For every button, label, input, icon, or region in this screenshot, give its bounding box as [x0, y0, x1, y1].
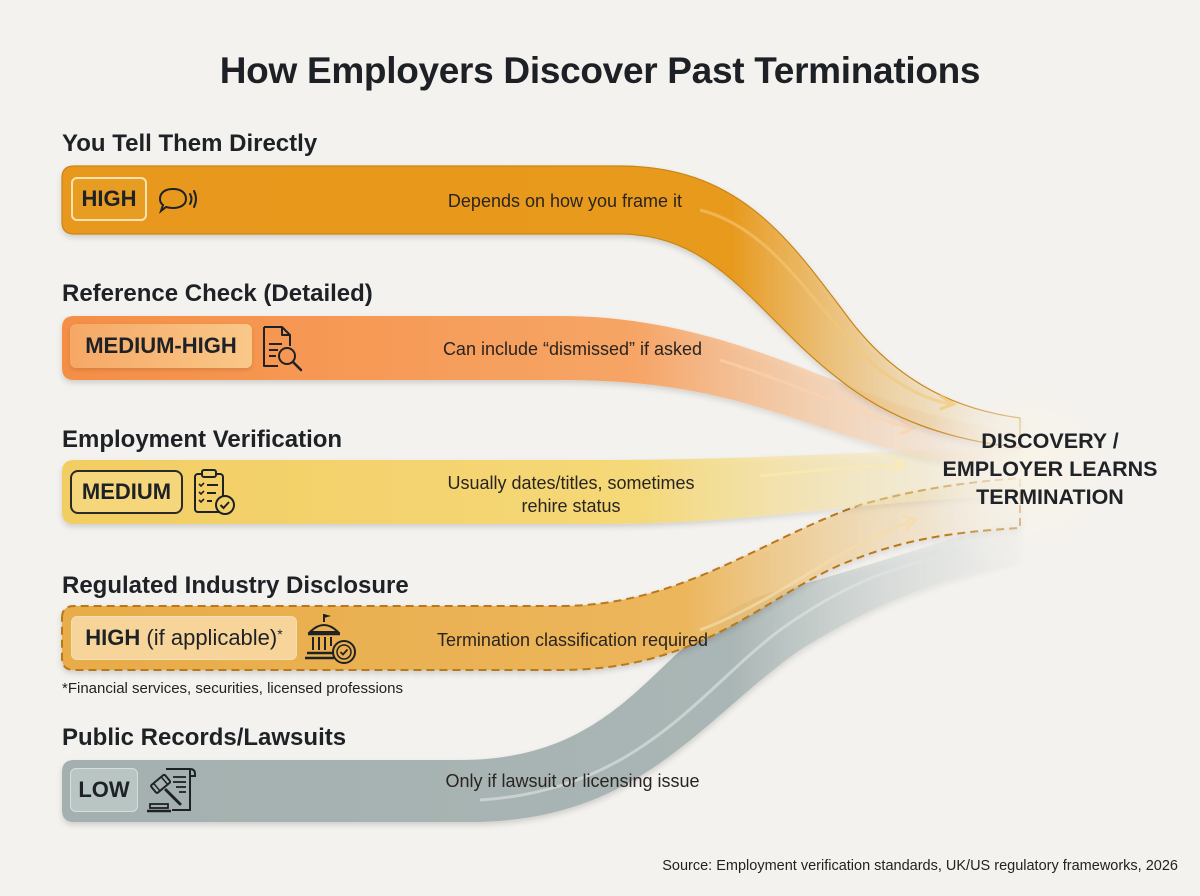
footnote: *Financial services, securities, license… [62, 680, 403, 697]
likelihood-badge-high: HIGH [71, 177, 147, 221]
likelihood-badge-medium-high: MEDIUM-HIGH [70, 324, 252, 368]
channel-label-you-tell-them: You Tell Them Directly [62, 130, 318, 157]
likelihood-badge-medium: MEDIUM [70, 470, 183, 514]
destination-label: DISCOVERY / EMPLOYER LEARNS TERMINATION [930, 427, 1170, 511]
flow-band-employment-verification [62, 448, 1020, 524]
channel-description: Can include “dismissed” if asked [442, 339, 703, 359]
flow-band-regulated-industry [61, 476, 1021, 671]
channel-label-reference-check: Reference Check (Detailed) [62, 280, 373, 307]
destination-glow [920, 360, 1140, 580]
government-building-badge-icon [305, 614, 356, 664]
channel-description: Usually dates/titles, sometimes rehire s… [400, 472, 742, 518]
footnote-marker: * [277, 626, 283, 642]
likelihood-level: HIGH [85, 625, 141, 650]
likelihood-badge-high-if-applicable: HIGH (if applicable)* [71, 616, 297, 660]
gavel-document-icon [147, 768, 196, 813]
channel-description: Termination classification required [436, 630, 709, 650]
likelihood-badge-low: LOW [70, 768, 138, 812]
likelihood-note: (if applicable) [146, 625, 278, 650]
destination-line-3: TERMINATION [976, 485, 1124, 509]
clipboard-check-icon [194, 469, 235, 515]
destination-line-1: DISCOVERY / [981, 429, 1119, 453]
channel-label-regulated-industry: Regulated Industry Disclosure [62, 572, 409, 599]
document-search-icon [263, 326, 303, 372]
channel-label-public-records: Public Records/Lawsuits [62, 724, 347, 751]
source-citation: Source: Employment verification standard… [662, 858, 1178, 874]
speech-bubble-icon [158, 187, 197, 214]
destination-line-2: EMPLOYER LEARNS [942, 457, 1158, 481]
description-line-2: rehire status [521, 496, 621, 516]
page-title: How Employers Discover Past Terminations [219, 50, 981, 91]
channel-description: Only if lawsuit or licensing issue [445, 771, 700, 791]
description-line-1: Usually dates/titles, sometimes [447, 473, 695, 493]
channel-label-employment-verification: Employment Verification [62, 426, 343, 453]
flow-band-reference-check [62, 316, 1020, 470]
channel-description: Depends on how you frame it [447, 191, 683, 211]
